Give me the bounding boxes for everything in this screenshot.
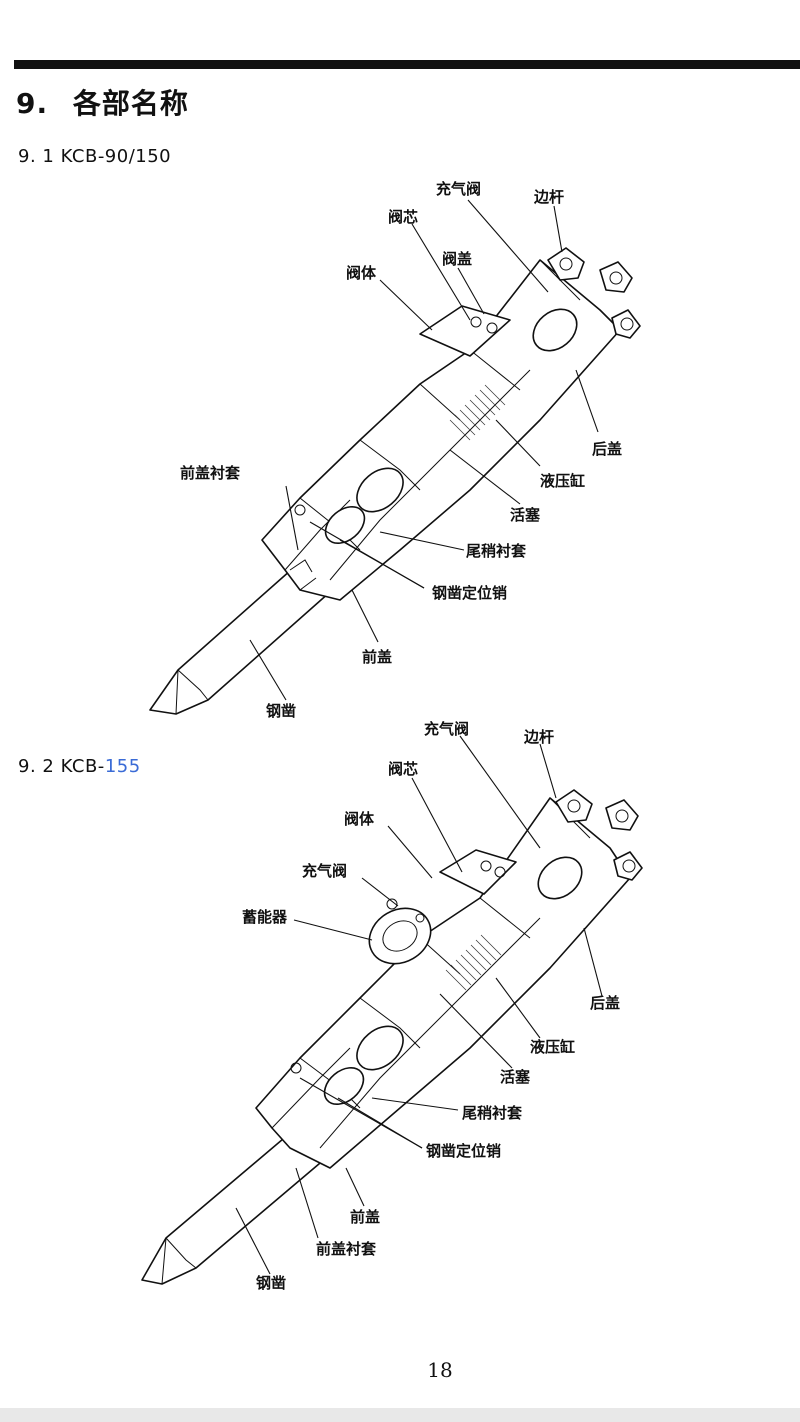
label-front-bush: 前盖衬套 bbox=[180, 464, 241, 482]
label-front-cover-2: 前盖 bbox=[350, 1208, 380, 1226]
breaker-diagram-1: 充气阀 边杆 阀芯 阀盖 阀体 后盖 前盖衬套 液压缸 活塞 尾稍衬套 钢凿定位… bbox=[149, 180, 641, 720]
breaker-illustration-1 bbox=[149, 247, 641, 715]
label-rear-cover-2: 后盖 bbox=[590, 994, 620, 1012]
subsection-2-heading: 9. 2 KCB-155 bbox=[18, 756, 141, 777]
leader-lines-1 bbox=[249, 199, 599, 701]
label-side-rod: 边杆 bbox=[533, 188, 564, 206]
subsection-1-heading: 9. 1 KCB-90/150 bbox=[18, 146, 171, 167]
label-valve-body-2: 阀体 bbox=[344, 810, 375, 828]
label-chisel: 钢凿 bbox=[266, 702, 296, 720]
subsection-1-prefix: 9. 1 bbox=[18, 146, 61, 167]
breaker-diagram-2: 充气阀 边杆 阀芯 阀体 充气阀 蓄能器 后盖 液压缸 活塞 尾稍衬套 钢凿定位… bbox=[141, 720, 643, 1292]
section-number: 9. bbox=[16, 87, 49, 120]
label-rear-cover: 后盖 bbox=[592, 440, 622, 458]
label-tail-bush: 尾稍衬套 bbox=[466, 542, 527, 560]
label-tail-bush-2: 尾稍衬套 bbox=[462, 1104, 523, 1122]
section-heading: 9. 各部名称 bbox=[16, 82, 189, 122]
label-charge-valve-2: 充气阀 bbox=[302, 862, 347, 880]
label-valve-cap: 阀盖 bbox=[442, 250, 472, 268]
label-charge-valve: 充气阀 bbox=[436, 180, 481, 198]
label-chisel-pin-2: 钢凿定位销 bbox=[426, 1142, 501, 1160]
accumulator-shape bbox=[368, 907, 432, 965]
subsection-1-model: KCB-90/150 bbox=[60, 146, 172, 167]
label-accumulator: 蓄能器 bbox=[242, 908, 288, 926]
breaker-illustration-2 bbox=[141, 789, 643, 1285]
bottom-bar bbox=[0, 1408, 800, 1422]
label-front-cover: 前盖 bbox=[362, 648, 392, 666]
label-front-bush-2: 前盖衬套 bbox=[316, 1240, 377, 1258]
label-cylinder-2: 液压缸 bbox=[530, 1038, 575, 1056]
section-title: 各部名称 bbox=[72, 87, 189, 120]
label-side-rod-2: 边杆 bbox=[523, 728, 554, 746]
label-piston-2: 活塞 bbox=[500, 1068, 531, 1086]
label-chisel-pin: 钢凿定位销 bbox=[432, 584, 507, 602]
label-piston: 活塞 bbox=[510, 506, 541, 524]
subsection-2-model-link[interactable]: 155 bbox=[104, 756, 141, 777]
subsection-2-prefix: 9. 2 KCB- bbox=[18, 756, 105, 777]
page-number: 18 bbox=[427, 1358, 453, 1382]
label-cylinder: 液压缸 bbox=[540, 472, 585, 490]
label-chisel-2: 钢凿 bbox=[256, 1274, 286, 1292]
label-valve-core: 阀芯 bbox=[388, 208, 418, 226]
leader-lines-2 bbox=[235, 735, 603, 1275]
label-charge-valve-top: 充气阀 bbox=[424, 720, 469, 738]
top-rule bbox=[14, 60, 800, 69]
label-valve-body: 阀体 bbox=[346, 264, 377, 282]
label-valve-core-2: 阀芯 bbox=[388, 760, 418, 778]
